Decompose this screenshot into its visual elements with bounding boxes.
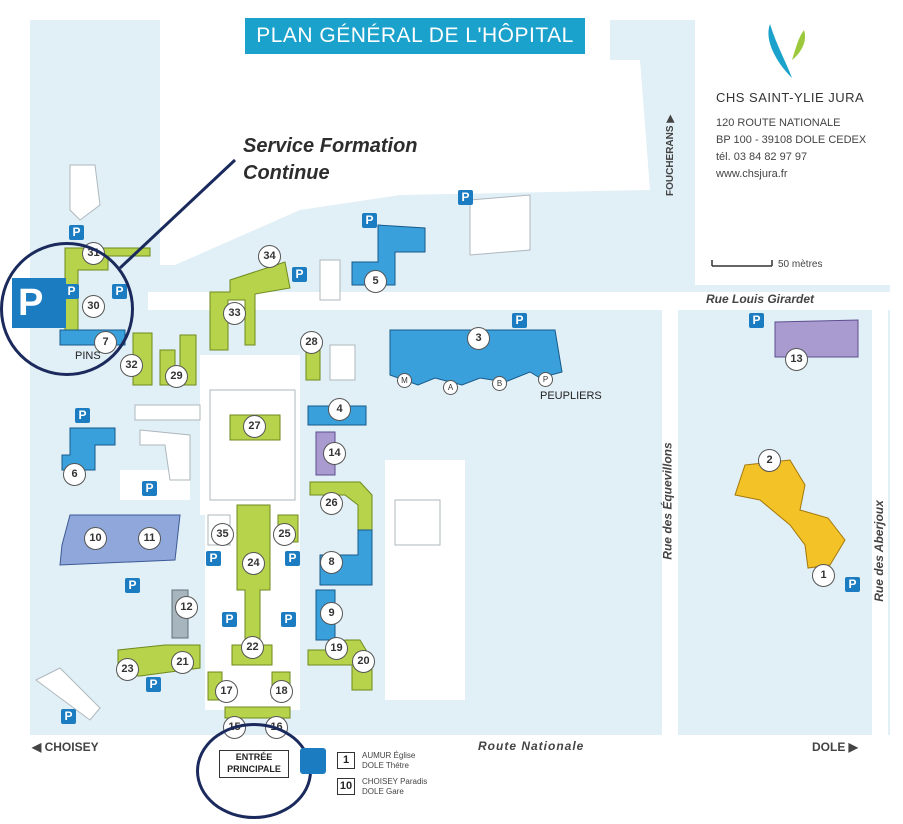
building-13-marker[interactable]: 13 [785, 348, 808, 371]
parking-icon: P [281, 612, 296, 627]
building-19-marker[interactable]: 19 [325, 637, 348, 660]
callout-line-2: Continue [243, 162, 330, 184]
wing-b-marker: B [492, 376, 507, 391]
building-1-2-shape [734, 459, 846, 569]
building-11-marker[interactable]: 11 [138, 527, 161, 550]
highlight-circle-formation [0, 242, 134, 376]
direction-dole: DOLE ▶ [812, 740, 858, 754]
building-20-marker[interactable]: 20 [352, 650, 375, 673]
service-formation-callout: Service Formation Continue [243, 133, 418, 187]
parking-icon: P [142, 481, 157, 496]
parking-icon: P [512, 313, 527, 328]
scale-label: 50 mètres [778, 259, 823, 270]
road-route-nationale: Route Nationale [478, 739, 585, 753]
building-1-marker[interactable]: 1 [812, 564, 835, 587]
building-9-marker[interactable]: 9 [320, 602, 343, 625]
building-35-marker[interactable]: 35 [211, 523, 234, 546]
parking-icon: P [845, 577, 860, 592]
map-title: PLAN GÉNÉRAL DE L'HÔPITAL [245, 18, 585, 54]
roads [0, 20, 903, 765]
building-5-marker[interactable]: 5 [364, 270, 387, 293]
wing-a-marker: A [443, 380, 458, 395]
org-address: 120 ROUTE NATIONALE BP 100 - 39108 DOLE … [716, 115, 866, 183]
entrance-line-1: ENTRÉE [235, 752, 273, 762]
building-27-marker[interactable]: 27 [243, 415, 266, 438]
building-29-marker[interactable]: 29 [165, 365, 188, 388]
parking-icon: P [146, 677, 161, 692]
building-25-marker[interactable]: 25 [273, 523, 296, 546]
bus-line-destination: CHOISEY Paradis DOLE Gare [362, 777, 427, 797]
parking-icon: P [125, 578, 140, 593]
bus-line-number: 10 [337, 778, 355, 795]
bus-line-destination: AUMUR Église DOLE Thétre [362, 751, 415, 771]
road-equevillons: Rue des Équevillons [660, 442, 675, 560]
building-22-marker[interactable]: 22 [241, 636, 264, 659]
building-23-marker[interactable]: 23 [116, 658, 139, 681]
building-6-marker[interactable]: 6 [63, 463, 86, 486]
parking-icon: P [69, 225, 84, 240]
building-21-marker[interactable]: 21 [171, 651, 194, 674]
building-14-marker[interactable]: 14 [323, 442, 346, 465]
address-line: 120 ROUTE NATIONALE [716, 117, 841, 129]
wing-p-marker: P [538, 372, 553, 387]
parking-icon: P [292, 267, 307, 282]
building-2-marker[interactable]: 2 [758, 449, 781, 472]
bus-line-number: 1 [337, 752, 355, 769]
scale-bar [711, 260, 773, 267]
building-26-marker[interactable]: 26 [320, 492, 343, 515]
building-10-11-shape [59, 514, 181, 566]
parking-icon: P [285, 551, 300, 566]
building-32-marker[interactable]: 32 [120, 354, 143, 377]
label-peupliers: PEUPLIERS [540, 390, 602, 402]
parking-icon: P [61, 709, 76, 724]
website-link[interactable]: www.chsjura.fr [716, 168, 788, 180]
building-8-marker[interactable]: 8 [320, 551, 343, 574]
building-12-marker[interactable]: 12 [175, 596, 198, 619]
building-13-shape [774, 319, 859, 358]
main-entrance-sign: ENTRÉE PRINCIPALE [219, 750, 289, 778]
road-aberjoux: Rue des Aberjoux [871, 500, 886, 602]
parking-icon: P [206, 551, 221, 566]
chs-logo-icon [768, 24, 806, 78]
direction-choisey: ◀ CHOISEY [32, 740, 99, 754]
wing-m-marker: M [397, 373, 412, 388]
entrance-line-2: PRINCIPALE [227, 764, 281, 774]
building-18-marker[interactable]: 18 [270, 680, 293, 703]
direction-foucherans: FOUCHERANS ▶ [665, 114, 677, 197]
building-33-marker[interactable]: 33 [223, 302, 246, 325]
bus-dest-line: DOLE Gare [362, 787, 404, 796]
road-louis-girardet: Rue Louis Girardet [706, 292, 815, 306]
org-name: CHS SAINT-YLIE JURA [716, 90, 865, 105]
phone-line: tél. 03 84 82 97 97 [716, 151, 808, 163]
bus-dest-line: AUMUR Église [362, 751, 416, 760]
building-17-marker[interactable]: 17 [215, 680, 238, 703]
parking-icon: P [749, 313, 764, 328]
building-24-marker[interactable]: 24 [242, 552, 265, 575]
building-10-marker[interactable]: 10 [84, 527, 107, 550]
building-3-marker[interactable]: 3 [467, 327, 490, 350]
parking-icon: P [222, 612, 237, 627]
bus-icon [300, 748, 326, 774]
bus-dest-line: CHOISEY Paradis [362, 777, 428, 786]
parking-icon: P [362, 213, 377, 228]
building-34-marker[interactable]: 34 [258, 245, 281, 268]
parking-icon: P [75, 408, 90, 423]
address-line: BP 100 - 39108 DOLE CEDEX [716, 134, 867, 146]
callout-pointer [118, 158, 237, 270]
building-4-marker[interactable]: 4 [328, 398, 351, 421]
bus-dest-line: DOLE Thétre [362, 761, 409, 770]
callout-line-1: Service Formation [243, 135, 418, 157]
building-28-marker[interactable]: 28 [300, 331, 323, 354]
parking-icon: P [458, 190, 473, 205]
